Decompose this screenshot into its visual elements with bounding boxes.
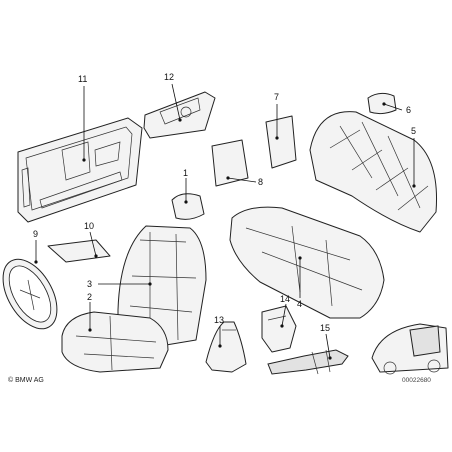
trim-panel-upper-part	[265, 115, 297, 169]
callout-1: 1	[183, 168, 188, 178]
callout-10: 10	[84, 221, 94, 231]
callout-4: 4	[297, 299, 302, 309]
callout-5: 5	[411, 126, 416, 136]
callout-14: 14	[280, 294, 290, 304]
front-headrest-part	[171, 193, 205, 220]
leader-lines	[35, 83, 415, 359]
trim-panel-lower-part	[211, 139, 249, 187]
rear-backrest-part	[309, 111, 437, 233]
callout-13: 13	[214, 315, 224, 325]
callout-12: 12	[164, 72, 174, 82]
handbrake-boot-part	[261, 305, 297, 353]
callout-11: 11	[78, 74, 87, 84]
callout-6: 6	[406, 105, 411, 115]
callout-2: 2	[87, 292, 92, 302]
callout-3: 3	[87, 279, 92, 289]
callout-15: 15	[320, 323, 330, 333]
door-panel-front-part	[17, 117, 143, 223]
rear-seat-cushion-part	[229, 206, 385, 319]
trim-cover-part	[47, 239, 111, 263]
callout-labels: 11 12 7 6 5 1 8 10 9 3 2 4 14 13 15	[33, 72, 416, 333]
handbrake-lever-part	[267, 349, 349, 375]
front-seat-cushion-part	[61, 311, 169, 373]
callout-8: 8	[258, 177, 263, 187]
car-inset-illustration	[371, 323, 449, 375]
gear-lever-boot-part	[205, 321, 247, 373]
leader-dots	[34, 102, 416, 360]
callout-7: 7	[274, 92, 279, 102]
callout-9: 9	[33, 229, 38, 239]
copyright-text: © BMW AG	[8, 376, 44, 384]
diagram-code: 00022680	[402, 377, 431, 384]
steering-wheel-part	[2, 258, 58, 330]
rear-headrest-part	[367, 92, 397, 115]
rear-side-panel-part	[143, 91, 216, 139]
